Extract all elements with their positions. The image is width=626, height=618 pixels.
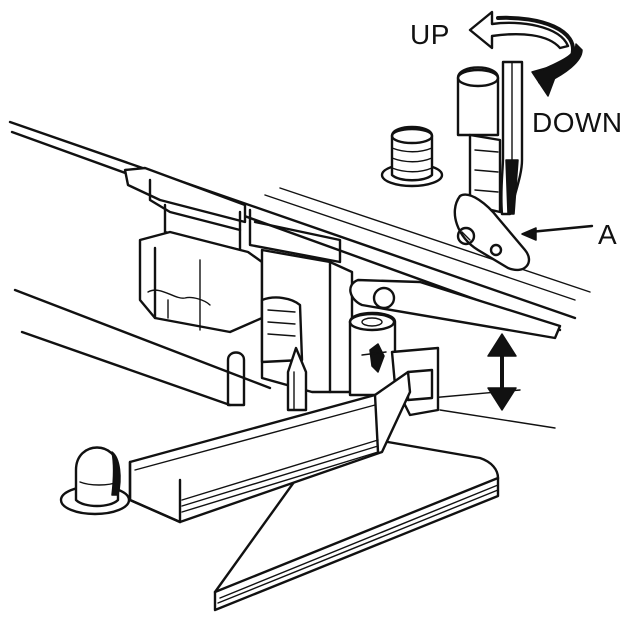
base-block (213, 430, 500, 612)
feeler-blade (128, 370, 412, 524)
pivot-lever (349, 278, 562, 340)
double-headed-vertical-arrow-icon (487, 333, 517, 411)
left-clamp-block (138, 230, 264, 334)
locking-plate (453, 193, 531, 272)
upper-bracket (123, 166, 342, 264)
curved-rotation-arrow-icon (468, 10, 583, 97)
center-column (260, 248, 354, 394)
screwdriver (500, 60, 524, 216)
label-a-leader (521, 224, 594, 241)
roller-spring (348, 311, 397, 397)
lower-rail (13, 288, 556, 429)
round-cap (380, 125, 444, 188)
label-down: DOWN (532, 107, 623, 138)
bullet-knob (59, 446, 131, 516)
label-a: A (598, 219, 617, 250)
label-up: UP (410, 19, 450, 50)
guide-pins (226, 346, 308, 412)
adjustment-screw (456, 66, 502, 214)
